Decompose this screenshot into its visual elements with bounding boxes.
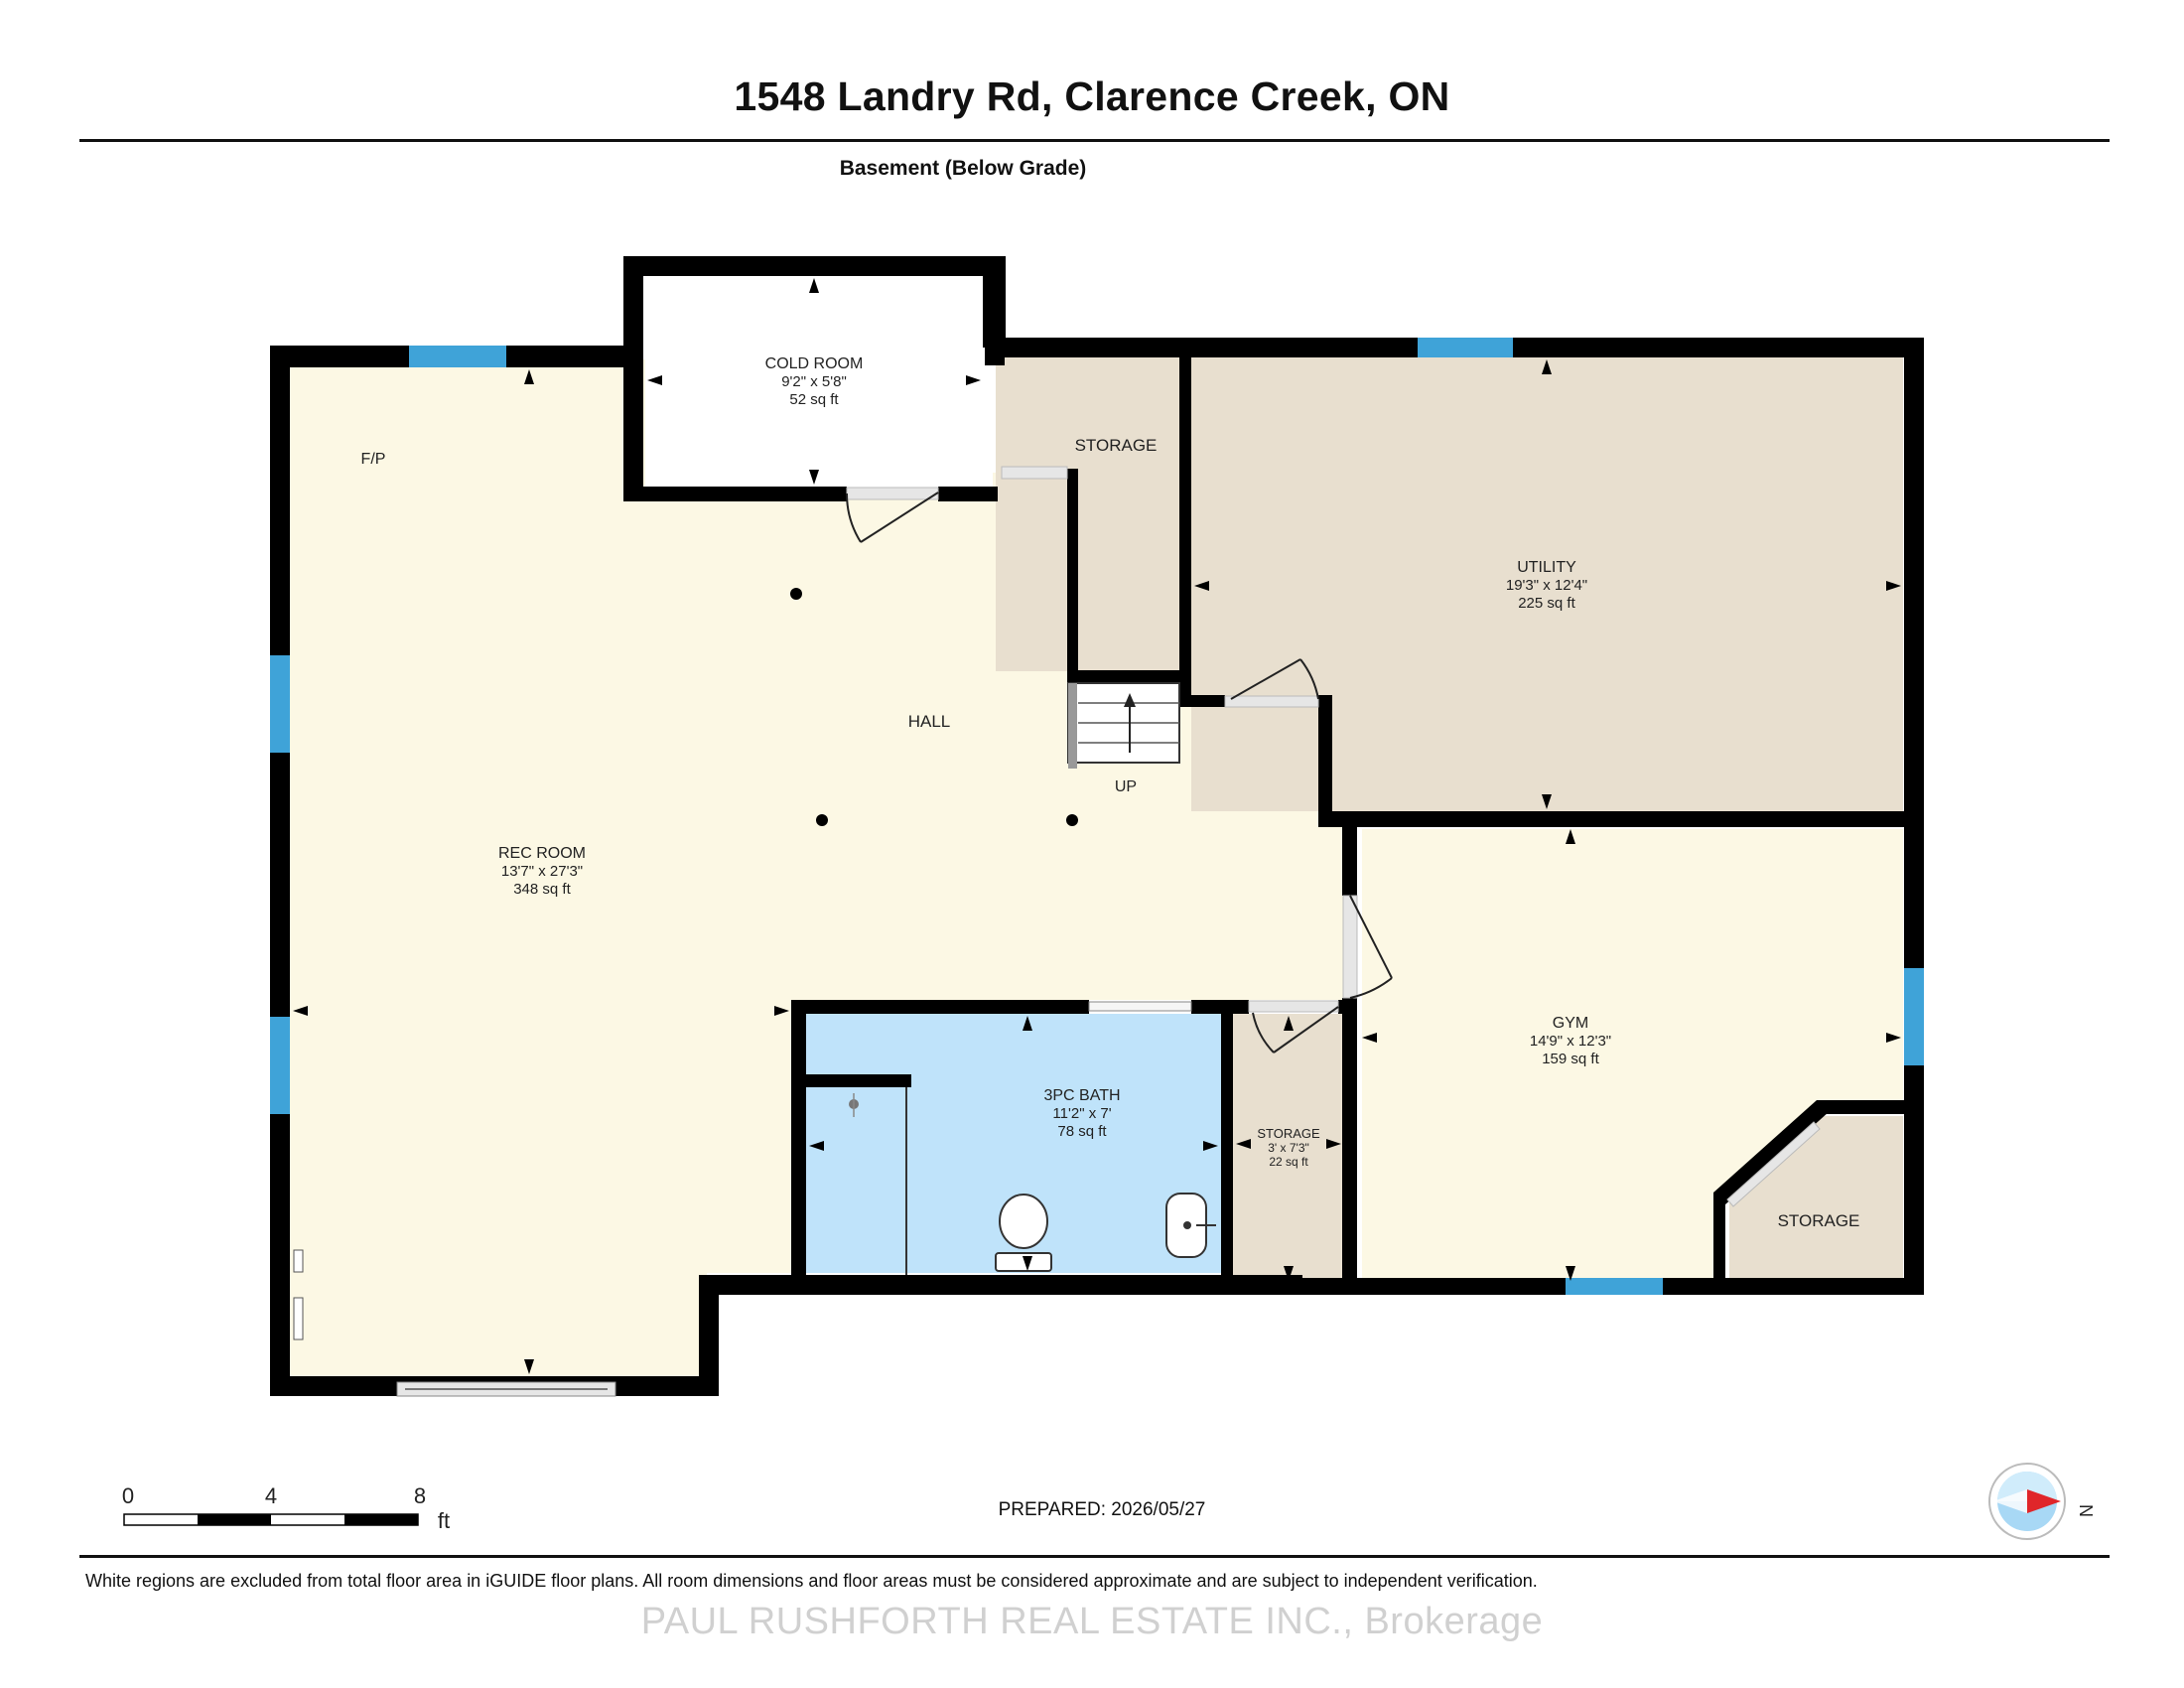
rec-room-hall-floor bbox=[290, 359, 1347, 1382]
gym-name: GYM bbox=[1553, 1015, 1588, 1032]
utility-area: 225 sq ft bbox=[1518, 595, 1575, 612]
rec-room-dims: 13'7" x 27'3" bbox=[501, 863, 583, 880]
storage-top-floor bbox=[996, 357, 1182, 671]
scale-unit: ft bbox=[438, 1508, 450, 1533]
compass-icon: N bbox=[1988, 1463, 2096, 1540]
door-utility bbox=[1230, 658, 1301, 700]
toilet-icon bbox=[999, 1194, 1048, 1249]
fixtures bbox=[293, 1093, 1216, 1340]
storage-small-area: 22 sq ft bbox=[1269, 1155, 1308, 1169]
door-storage-small bbox=[1273, 1006, 1339, 1054]
plan-title: 1548 Landry Rd, Clarence Creek, ON bbox=[734, 73, 1450, 119]
storage-corner-floor bbox=[1729, 1116, 1903, 1283]
opening-storage-corner bbox=[1726, 1121, 1821, 1207]
compass-north-label: N bbox=[2076, 1504, 2096, 1517]
opening-utility bbox=[1224, 695, 1319, 708]
windows bbox=[270, 338, 1924, 1295]
fireplace-label: F/P bbox=[361, 451, 386, 468]
scale-label-8: 8 bbox=[414, 1483, 426, 1508]
opening-cold bbox=[846, 487, 939, 500]
bath-area: 78 sq ft bbox=[1057, 1123, 1107, 1140]
storage-corner-name: STORAGE bbox=[1778, 1211, 1860, 1230]
hall-name: HALL bbox=[908, 712, 951, 731]
door-cold bbox=[860, 492, 939, 543]
storage-small-dims: 3' x 7'3" bbox=[1268, 1141, 1309, 1155]
stairs-label: UP bbox=[1115, 778, 1137, 795]
window-rec-left-2 bbox=[270, 1017, 290, 1114]
prepared-date: PREPARED: 2026/05/27 bbox=[998, 1499, 1206, 1520]
switch-1 bbox=[293, 1249, 304, 1273]
utility-dims: 19'3" x 12'4" bbox=[1506, 577, 1587, 594]
opening-gym bbox=[1342, 895, 1358, 999]
bath-dims: 11'2" x 7' bbox=[1052, 1105, 1111, 1122]
window-rec-top bbox=[409, 346, 506, 367]
stairs bbox=[1067, 682, 1180, 769]
support-posts bbox=[790, 588, 1078, 826]
opening-storage-small bbox=[1248, 1000, 1339, 1013]
cold-room-dims: 9'2" x 5'8" bbox=[781, 373, 847, 390]
dimension-markers bbox=[293, 278, 1901, 1374]
rec-room-name: REC ROOM bbox=[498, 845, 586, 862]
sliding-door-bath bbox=[1088, 1001, 1192, 1012]
window-rec-left-1 bbox=[270, 655, 290, 753]
cold-room-floor bbox=[645, 276, 978, 493]
utility-name: UTILITY bbox=[1517, 559, 1576, 576]
window-gym-bottom bbox=[1566, 1278, 1663, 1295]
gym-dims: 14'9" x 12'3" bbox=[1530, 1033, 1611, 1050]
gym-area: 159 sq ft bbox=[1542, 1051, 1599, 1067]
bath-name: 3PC BATH bbox=[1043, 1087, 1120, 1104]
window-utility-top bbox=[1418, 338, 1513, 357]
opening-storage-top bbox=[1001, 466, 1068, 480]
window-gym-right bbox=[1904, 968, 1924, 1065]
disclaimer-text: White regions are excluded from total fl… bbox=[85, 1571, 1538, 1591]
cold-room-name: COLD ROOM bbox=[765, 355, 864, 372]
utility-floor bbox=[1191, 357, 1903, 811]
brokerage-watermark: PAUL RUSHFORTH REAL ESTATE INC., Brokera… bbox=[640, 1601, 1544, 1642]
title-divider bbox=[79, 139, 2110, 142]
gym-floor bbox=[1362, 829, 1903, 1283]
storage-small-name: STORAGE bbox=[1257, 1126, 1320, 1141]
footer-divider bbox=[79, 1555, 2110, 1558]
floor-level-label: Basement (Below Grade) bbox=[839, 157, 1087, 180]
door-gym bbox=[1349, 895, 1393, 979]
scale-label-4: 4 bbox=[265, 1483, 277, 1508]
doors bbox=[396, 466, 1821, 1397]
storage-small-floor bbox=[1233, 1014, 1344, 1283]
cold-room-area: 52 sq ft bbox=[789, 391, 839, 408]
storage-top-name: STORAGE bbox=[1075, 436, 1158, 455]
rec-room-area: 348 sq ft bbox=[513, 881, 571, 898]
switch-2 bbox=[293, 1297, 304, 1340]
scale-bar: 0 4 8 ft bbox=[122, 1483, 450, 1533]
scale-label-0: 0 bbox=[122, 1483, 134, 1508]
floor-fills bbox=[290, 276, 1903, 1382]
room-labels: COLD ROOM 9'2" x 5'8" 52 sq ft STORAGE U… bbox=[361, 355, 1860, 1230]
